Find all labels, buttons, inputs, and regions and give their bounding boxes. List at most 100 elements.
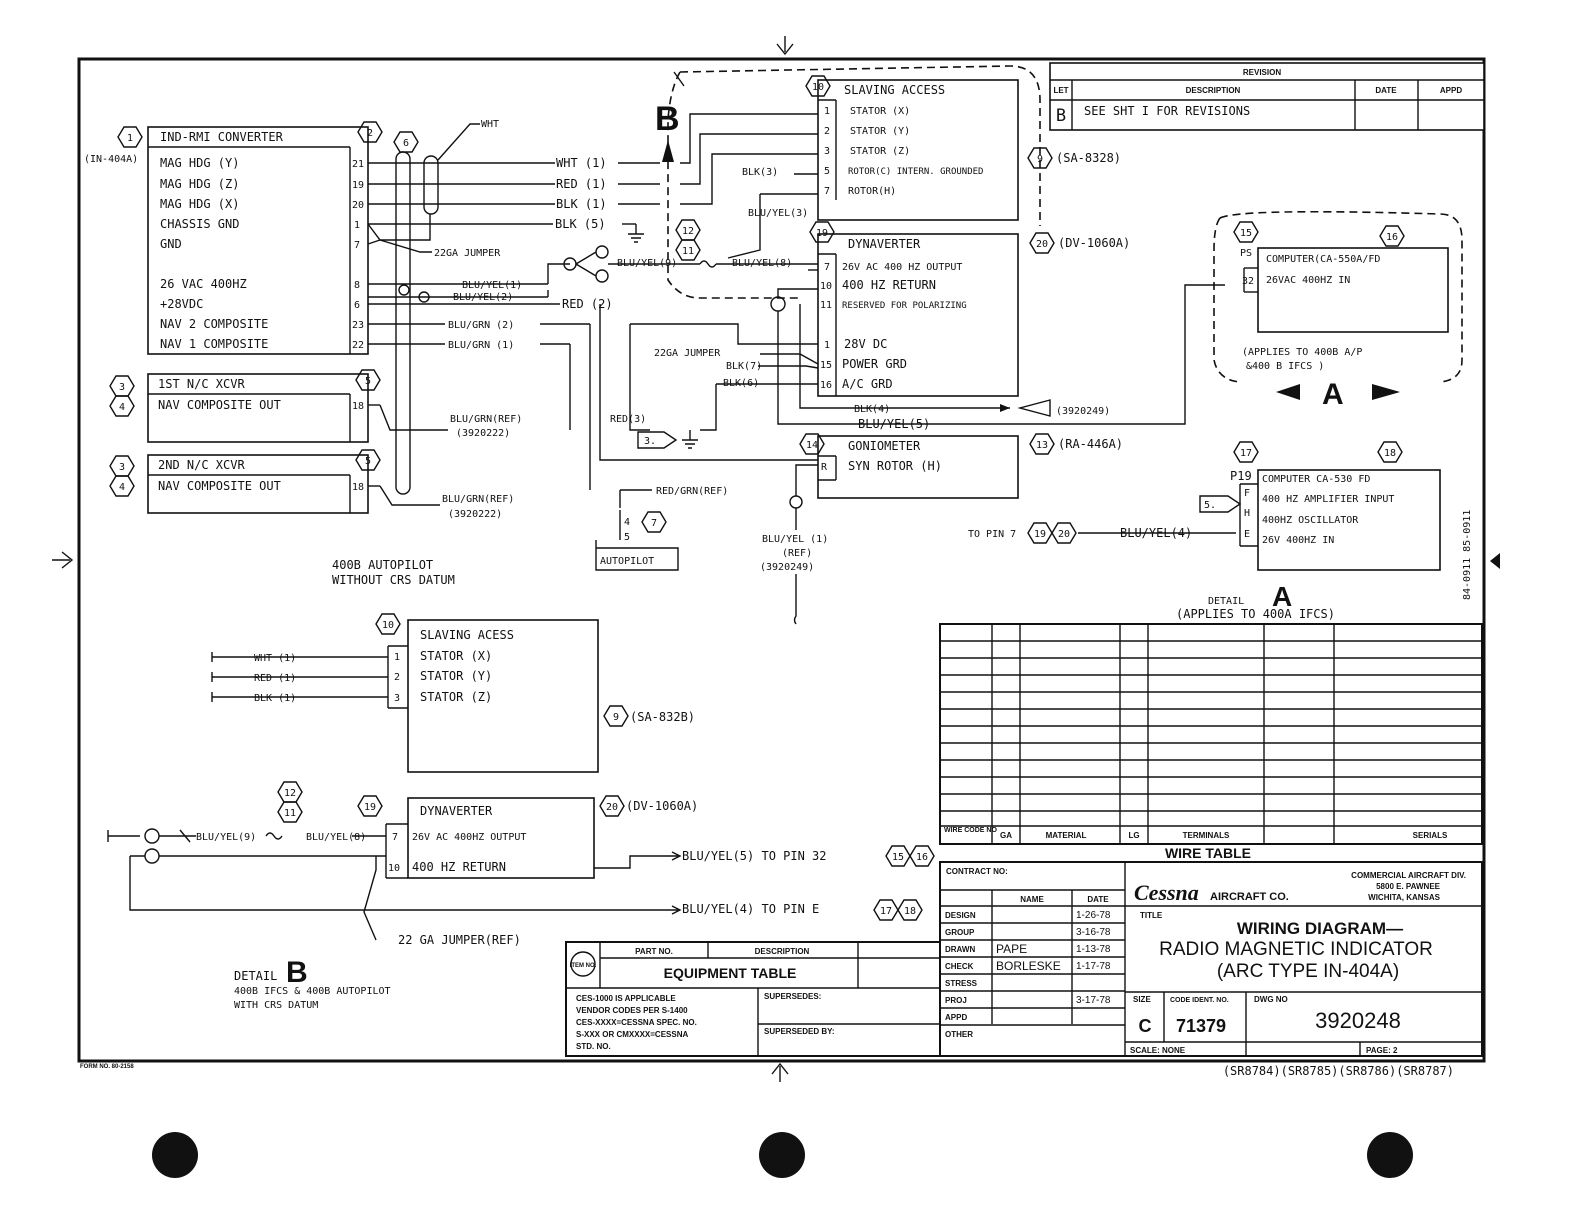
wire-label-bluyelref1: BLU/YEL (1)	[762, 534, 828, 545]
autopilot-pin: 4	[624, 517, 630, 528]
title-line-2: RADIO MAGNETIC INDICATOR	[1159, 939, 1433, 960]
dynaverter-row: RESERVED FOR POLARIZING	[842, 301, 967, 311]
converter-row: MAG HDG (Y)	[160, 156, 239, 170]
goniometer-title: GONIOMETER	[848, 439, 921, 453]
svg-text:20: 20	[606, 802, 618, 813]
converter-pin: 23	[352, 320, 364, 331]
dynaverter-pin: 15	[820, 360, 832, 371]
wire-label-red3: RED(3)	[610, 414, 646, 425]
wire-label-bluyel2: BLU/YEL(2)	[453, 292, 513, 303]
converter-pin: 22	[352, 340, 364, 351]
item-callout-11: 11	[675, 239, 701, 261]
title-block-role: PROJ	[945, 996, 967, 1005]
svg-text:2: 2	[367, 128, 373, 139]
svg-text:12: 12	[284, 788, 296, 799]
detailb-detail-label: DETAIL	[234, 969, 277, 983]
svg-text:16: 16	[1386, 232, 1398, 243]
computer550-ps: PS	[1240, 248, 1252, 259]
revision-description: SEE SHT I FOR REVISIONS	[1084, 104, 1250, 118]
title-block-name: BORLESKE	[996, 959, 1061, 973]
svg-text:7: 7	[651, 518, 657, 529]
detailb-dyn-row: 400 HZ RETURN	[412, 860, 506, 874]
title-block-role: APPD	[945, 1013, 967, 1022]
wire-label-22ga-jumper: 22GA JUMPER	[434, 248, 501, 259]
equipment-col-item: ITEM NO.	[570, 963, 597, 969]
revision-header: REVISION	[1243, 68, 1281, 77]
slaving-row: STATOR (Z)	[850, 146, 910, 157]
dynaverter-row: A/C GRD	[842, 377, 893, 391]
slaving-pin: 2	[824, 126, 830, 137]
svg-text:3.: 3.	[644, 436, 656, 447]
converter-row: NAV 1 COMPOSITE	[160, 337, 268, 351]
svg-text:5: 5	[365, 456, 371, 467]
computer-550-unit: PS COMPUTER(CA-550A/FD 26VAC 400HZ IN 32…	[1240, 247, 1449, 372]
item-callout-17b: 17	[873, 899, 899, 921]
dynaverter-row: 26V AC 400 HZ OUTPUT	[842, 262, 962, 273]
right-edge-arrow	[1490, 553, 1500, 569]
size-value: C	[1139, 1016, 1152, 1036]
revision-col-desc: DESCRIPTION	[1186, 86, 1241, 95]
converter-row: 26 VAC 400HZ	[160, 277, 247, 291]
wire-col: SERIALS	[1413, 831, 1448, 840]
wire-label-bluyel3: BLU/YEL(3)	[748, 208, 808, 219]
company-line: WICHITA, KANSAS	[1368, 893, 1441, 902]
item-callout-7: 7	[641, 511, 667, 533]
detailb-slaving-pin: 3	[394, 693, 400, 704]
goniometer-row: SYN ROTOR (H)	[848, 459, 942, 473]
item-callout-12b: 12	[277, 781, 303, 803]
converter-row: GND	[160, 237, 182, 251]
wire-label-22ga-jumper-b: 22GA JUMPER	[654, 348, 721, 359]
item-callout-15b: 15	[885, 845, 911, 867]
computer530-topin: TO PIN 7	[968, 529, 1016, 540]
computer530-pin: E	[1244, 529, 1250, 540]
detailb-wire: WHT (1)	[254, 653, 296, 664]
wire-label-bluyel8: BLU/YEL(8)	[732, 258, 792, 269]
scale-label: SCALE: NONE	[1130, 1046, 1186, 1055]
slaving-row: STATOR (Y)	[850, 126, 910, 137]
svg-text:3: 3	[119, 462, 125, 473]
title-block-role: STRESS	[945, 979, 978, 988]
svg-text:10: 10	[382, 620, 394, 631]
detail-b-slaving: SLAVING ACESS STATOR (X) STATOR (Y) STAT…	[211, 619, 599, 773]
wire-label-wht: WHT	[481, 119, 499, 130]
revision-letter: B	[1056, 106, 1066, 126]
item-callout-14: 14	[799, 433, 825, 455]
title-block-role: DRAWN	[945, 945, 975, 954]
slaving-row: ROTOR(H)	[848, 186, 896, 197]
slaving-pin: 5	[824, 166, 830, 177]
computer-530-unit: P19 COMPUTER CA-530 FD 400 HZ AMPLIFIER …	[1078, 469, 1441, 571]
wire-label-blk1: BLK (1)	[556, 197, 607, 211]
detail-b-wires	[107, 828, 682, 941]
name-col-label: NAME	[1020, 895, 1044, 904]
wire-label-blugrnref1: BLU/GRN(REF)	[450, 414, 522, 425]
item-callout-16b: 16	[909, 845, 935, 867]
wire-col: WIRE CODE NO	[944, 827, 997, 834]
xcvr-2nd: 2ND N/C XCVR NAV COMPOSITE OUT 18	[147, 454, 369, 514]
dwg-number: 3920248	[1315, 1008, 1401, 1033]
cessna-logo-suffix: AIRCRAFT CO.	[1210, 891, 1289, 903]
dynaverter-pin: 10	[820, 281, 832, 292]
detailb-to32: BLU/YEL(5) TO PIN 32	[682, 849, 827, 863]
svg-text:16: 16	[916, 852, 928, 863]
computer530-row: 400 HZ AMPLIFIER INPUT	[1262, 494, 1394, 505]
wire-label-blk3: BLK(3)	[742, 167, 778, 178]
flag-3: 3.	[637, 431, 678, 449]
detailb-letter: B	[286, 956, 308, 989]
item-callout-4b: 4	[109, 475, 135, 497]
equipment-note: S-XXX OR CMXXXX=CESSNA	[576, 1030, 688, 1039]
svg-text:4: 4	[119, 402, 125, 413]
punch-hole-center	[759, 1132, 805, 1178]
item-callout-16: 16	[1379, 225, 1405, 247]
dynaverter-title: DYNAVERTER	[848, 237, 921, 251]
wire-label-blk6: BLK(6)	[723, 378, 759, 389]
title-block-date: 1-17-78	[1076, 961, 1111, 972]
ref-3920249: (3920249)	[1056, 406, 1110, 417]
svg-text:13: 13	[1036, 440, 1048, 451]
item-callout-5: 5	[355, 369, 381, 391]
computer530-row: COMPUTER CA-530 FD	[1262, 474, 1370, 485]
svg-text:3: 3	[119, 382, 125, 393]
svg-text:4: 4	[119, 482, 125, 493]
title-block-role: DESIGN	[945, 911, 976, 920]
serials-line: (SR8784)(SR8785)(SR8786)(SR8787)	[1223, 1064, 1454, 1078]
